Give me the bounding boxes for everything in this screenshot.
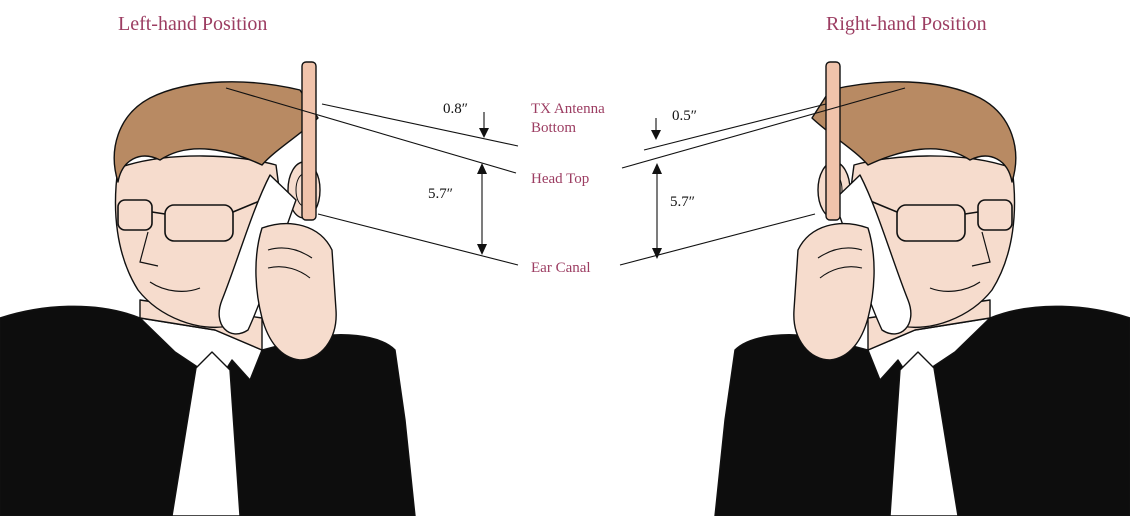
left-ear-canal-leader [317, 213, 519, 266]
left-hand [255, 222, 337, 361]
right-position-title: Right-hand Position [826, 13, 987, 35]
left-position-title: Left-hand Position [118, 13, 267, 35]
left-head-to-ear-arrowhead-top [477, 163, 487, 174]
right-antenna-offset-value: 0.5″ [672, 108, 697, 124]
right-hand-fingers [817, 247, 863, 279]
right-hand-figure [714, 61, 1130, 516]
left-tie [171, 351, 241, 516]
right-ear-canal-leader [619, 213, 816, 266]
right-annotations: 0.5″ 5.7″ [619, 87, 906, 266]
left-head-top-leader [225, 87, 517, 174]
right-head-to-ear-value: 5.7″ [670, 194, 695, 210]
right-mouth [929, 281, 981, 292]
right-head-to-ear-arrowhead-bottom [652, 248, 662, 259]
tx-antenna-bottom-label: Bottom [531, 120, 576, 136]
ear-canal-label: Ear Canal [531, 260, 591, 276]
left-nose [139, 231, 159, 267]
left-annotations: 0.8″ 5.7″ [225, 87, 519, 266]
left-antenna [301, 61, 317, 221]
tx-antenna-label: TX Antenna [531, 101, 605, 117]
right-antenna-bottom-leader [643, 103, 827, 151]
right-antenna-offset-arrowhead [651, 130, 661, 140]
right-tie [889, 351, 959, 516]
right-antenna [825, 61, 841, 221]
right-glasses [867, 199, 1013, 242]
right-head-top-leader [621, 87, 906, 169]
right-hair [811, 81, 1017, 183]
left-antenna-offset-value: 0.8″ [443, 101, 468, 117]
left-hand-figure [0, 61, 416, 516]
left-mouth [149, 281, 201, 292]
right-nose [971, 231, 991, 267]
right-hand [793, 222, 875, 361]
left-antenna-bottom-leader [321, 103, 519, 147]
right-head-to-ear-arrowhead-top [652, 163, 662, 174]
head-top-label: Head Top [531, 171, 589, 187]
left-glasses [117, 199, 263, 242]
left-hand-fingers [267, 247, 313, 279]
left-head-to-ear-value: 5.7″ [428, 186, 453, 202]
left-head-to-ear-arrowhead-bottom [477, 244, 487, 255]
left-antenna-offset-arrowhead [479, 128, 489, 138]
